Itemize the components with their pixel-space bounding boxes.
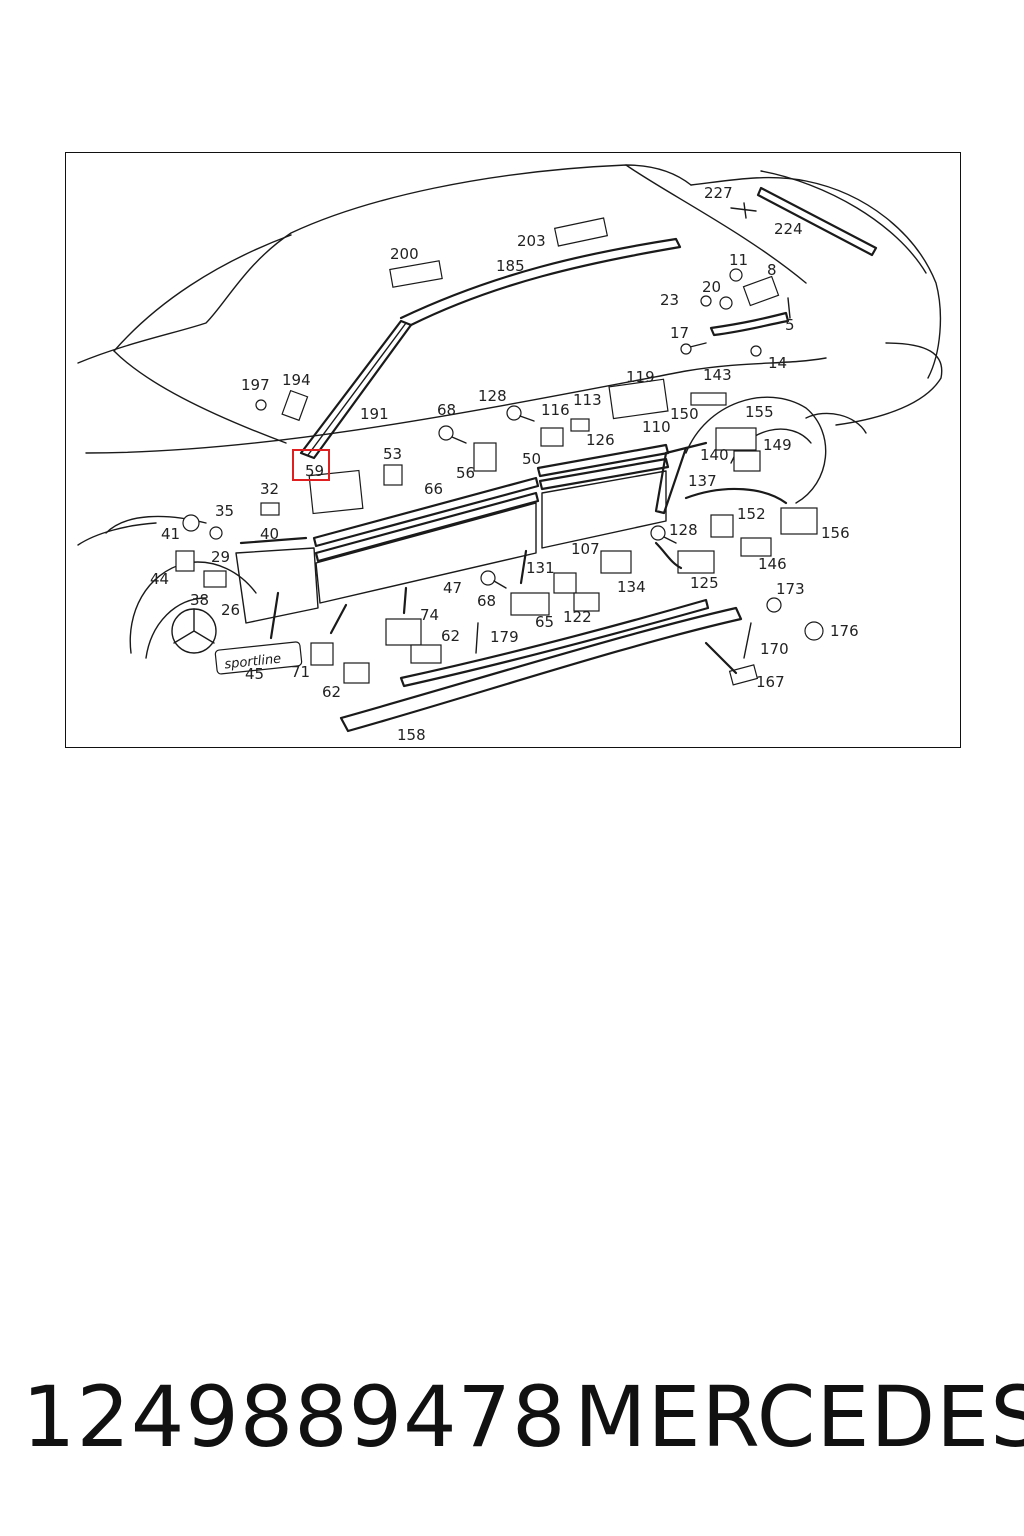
callout-label: 45 xyxy=(245,665,264,683)
callout-label: 128 xyxy=(478,387,507,405)
callout-label: 167 xyxy=(756,673,785,691)
callout-label: 53 xyxy=(383,445,402,463)
callout-label: 146 xyxy=(758,555,787,573)
callout-label: 176 xyxy=(830,622,859,640)
callout-label: 40 xyxy=(260,525,279,543)
callout-label: 26 xyxy=(221,601,240,619)
callout-label: 29 xyxy=(211,548,230,566)
callout-label: 156 xyxy=(821,524,850,542)
callout-label: 47 xyxy=(443,579,462,597)
callout-label: 62 xyxy=(322,683,341,701)
callout-label: 131 xyxy=(526,559,555,577)
car-body-outline xyxy=(77,164,943,733)
callout-label: 50 xyxy=(522,450,541,468)
part-glyphs xyxy=(175,186,878,686)
callout-label: 56 xyxy=(456,464,475,482)
callout-label: 203 xyxy=(517,232,546,250)
callout-label: 74 xyxy=(420,606,439,624)
callout-label: 14 xyxy=(768,354,787,372)
callout-label: 110 xyxy=(642,418,671,436)
callout-label: 194 xyxy=(282,371,311,389)
callout-label: 191 xyxy=(360,405,389,423)
callout-label: 155 xyxy=(745,403,774,421)
callout-labels: 227 224 200 203 185 11 8 20 23 5 17 14 1… xyxy=(150,184,859,744)
callout-label: 200 xyxy=(390,245,419,263)
callout-label: 68 xyxy=(477,592,496,610)
callout-label: 170 xyxy=(760,640,789,658)
callout-label: 143 xyxy=(703,366,732,384)
part-number: 1249889478 xyxy=(22,1368,567,1466)
highlight-box xyxy=(292,449,330,481)
callout-label: 5 xyxy=(785,316,795,334)
callout-label: 38 xyxy=(190,591,209,609)
callout-label: 113 xyxy=(573,391,602,409)
callout-label: 35 xyxy=(215,502,234,520)
callout-label: 44 xyxy=(150,570,169,588)
callout-label: 62 xyxy=(441,627,460,645)
callout-label: 173 xyxy=(776,580,805,598)
callout-label: 122 xyxy=(563,608,592,626)
callout-label: 152 xyxy=(737,505,766,523)
callout-label: 185 xyxy=(496,257,525,275)
callout-label: 68 xyxy=(437,401,456,419)
parts-diagram: 227 224 200 203 185 11 8 20 23 5 17 14 1… xyxy=(65,152,961,748)
callout-label: 150 xyxy=(670,405,699,423)
callout-label: 65 xyxy=(535,613,554,631)
callout-label: 224 xyxy=(774,220,803,238)
callout-label: 227 xyxy=(704,184,733,202)
callout-label: 119 xyxy=(626,368,655,386)
callout-label: 66 xyxy=(424,480,443,498)
callout-label: 158 xyxy=(397,726,426,744)
callout-label: 179 xyxy=(490,628,519,646)
callout-label: 149 xyxy=(763,436,792,454)
callout-label: 8 xyxy=(767,261,777,279)
callout-label: 32 xyxy=(260,480,279,498)
callout-label: 11 xyxy=(729,251,748,269)
callout-label: 128 xyxy=(669,521,698,539)
sportline-emblem-text: sportline xyxy=(224,652,282,673)
callout-label: 20 xyxy=(702,278,721,296)
callout-label: 140 xyxy=(700,446,729,464)
footer: 1249889478 MERCEDES xyxy=(22,1368,1024,1468)
callout-label: 107 xyxy=(571,540,600,558)
callout-label: 126 xyxy=(586,431,615,449)
callout-label: 137 xyxy=(688,472,717,490)
car-side-trim-illustration: 227 224 200 203 185 11 8 20 23 5 17 14 1… xyxy=(77,164,943,744)
callout-label: 71 xyxy=(291,663,310,681)
callout-label: 41 xyxy=(161,525,180,543)
callout-label: 134 xyxy=(617,578,646,596)
callout-label: 125 xyxy=(690,574,719,592)
callout-label: 116 xyxy=(541,401,570,419)
callout-label: 23 xyxy=(660,291,679,309)
brand-name: MERCEDES xyxy=(574,1368,1024,1466)
callout-label: 17 xyxy=(670,324,689,342)
callout-label: 197 xyxy=(241,376,270,394)
callout-label-59[interactable]: 59 xyxy=(305,462,324,480)
